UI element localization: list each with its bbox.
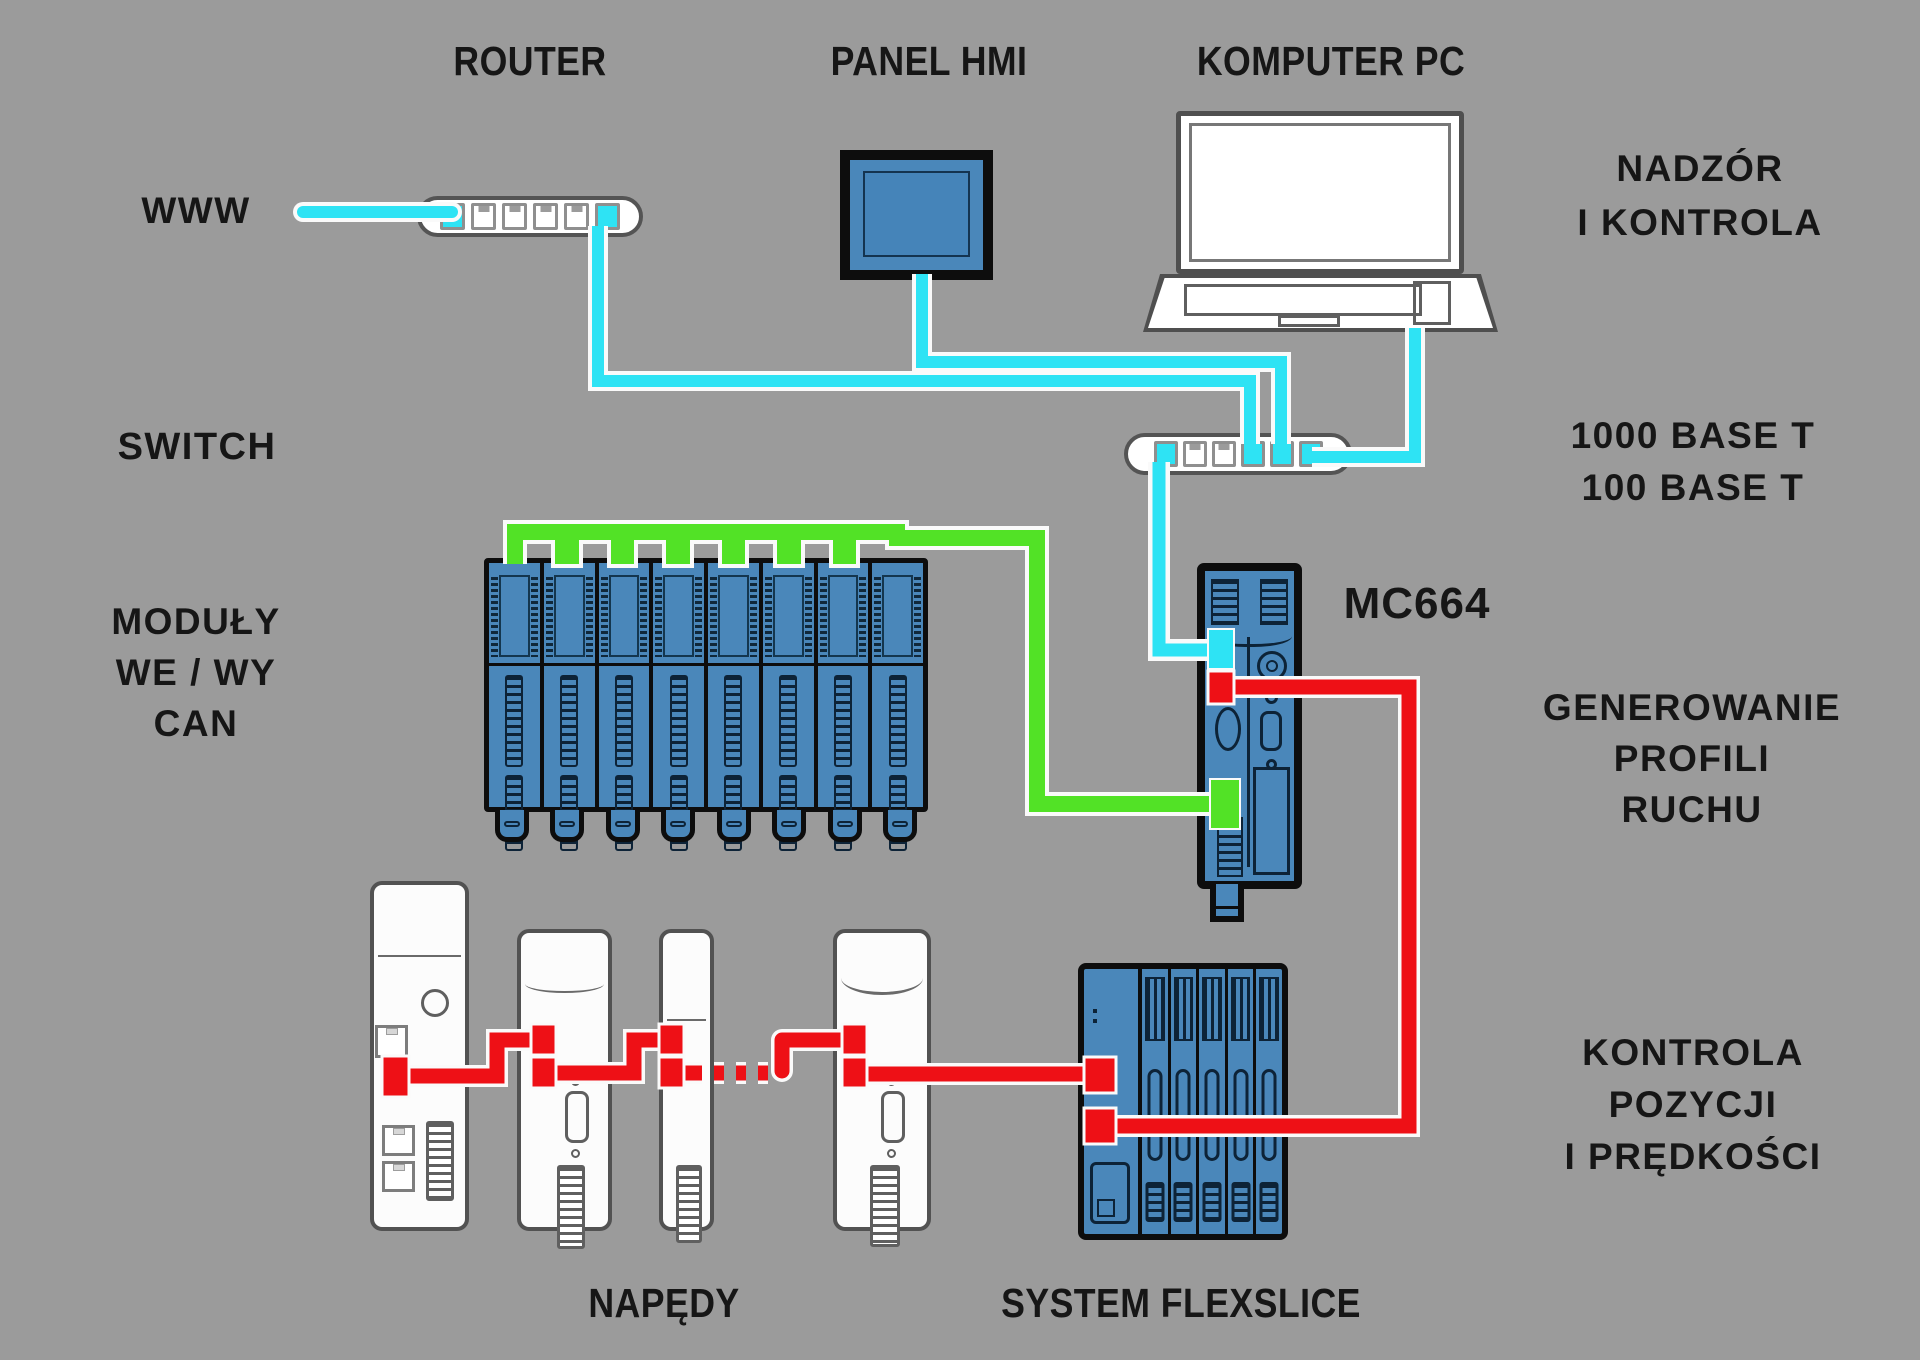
panel-hmi-label: PANEL HMI [830, 38, 1028, 84]
dsub-connector-icon [881, 1091, 905, 1143]
laptop-keyboard [1184, 284, 1422, 316]
drive-unit-1 [370, 881, 469, 1231]
mc664-side-panel [1253, 767, 1290, 875]
router-port-icon [502, 203, 527, 230]
terminal-strip-icon [1217, 817, 1243, 877]
drives-label: NAPĘDY [588, 1280, 740, 1326]
router-device [417, 196, 643, 237]
rj45-port-icon [382, 1125, 415, 1156]
io-module [598, 563, 654, 851]
io-module [489, 563, 544, 851]
rj45-port-icon [375, 1025, 408, 1058]
router-port-icon [533, 203, 558, 230]
vent-grille-icon [1260, 579, 1288, 625]
switch-port-icon [1240, 441, 1265, 467]
drive-unit-3 [659, 929, 714, 1243]
www-label: WWW [141, 190, 251, 231]
io-modules-feet [484, 810, 928, 842]
laptop-base [1143, 274, 1498, 332]
terminal-strip-icon [870, 1165, 900, 1247]
switch-label: SWITCH [117, 426, 277, 468]
laptop-screen [1176, 111, 1464, 274]
mc664-controller [1197, 563, 1302, 889]
laptop-sidepad [1413, 281, 1451, 325]
flexslice-slice [1196, 969, 1225, 1234]
switch-port-icon [1182, 441, 1207, 467]
flexslice-label: SYSTEM FLEXSLICE [1001, 1280, 1361, 1326]
switch-port-icon [1269, 441, 1294, 467]
drive-unit-4 [833, 929, 931, 1247]
terminal-strip-icon [426, 1121, 454, 1201]
io-module [872, 563, 923, 851]
position-control-label: KONTROLA POZYCJI I PRĘDKOŚCI [1564, 1032, 1822, 1177]
dsub-connector-icon [1260, 711, 1282, 751]
flexslice-slice [1224, 969, 1254, 1234]
hmi-panel-screen [863, 171, 970, 257]
rj45-port-icon [382, 1161, 415, 1192]
mc664-label: MC664 [1343, 579, 1491, 628]
router-port-icon [471, 203, 496, 230]
router-ports [440, 203, 620, 230]
flexslice-slice [1142, 969, 1168, 1234]
flexslice-rack [1078, 963, 1288, 1240]
round-connector-icon [1265, 691, 1278, 704]
router-port-lan-icon [595, 203, 620, 230]
dsub-connector-icon [565, 1091, 589, 1143]
router-port-wan-icon [440, 203, 465, 230]
switch-port-icon [1298, 441, 1323, 467]
io-module [762, 563, 818, 851]
router-label: ROUTER [453, 38, 607, 84]
laptop-display [1189, 123, 1451, 262]
hmi-panel-device [840, 150, 993, 280]
terminal-strip-icon [557, 1165, 585, 1249]
komputer-pc-label: KOMPUTER PC [1196, 38, 1466, 84]
motion-profiles-label: GENEROWANIE PROFILI RUCHU [1542, 687, 1842, 830]
supervision-label: NADZÓR I KONTROLA [1577, 148, 1823, 243]
drive-hole-icon [421, 989, 449, 1017]
ethernet-switch-device [1124, 433, 1352, 475]
vent-grille-icon [1211, 579, 1239, 625]
sd-slot-icon [1215, 707, 1241, 751]
din-connector-icon [1257, 651, 1287, 681]
hmi-panel-frame [850, 160, 983, 270]
io-module [543, 563, 599, 851]
switch-port-icon [1211, 441, 1236, 467]
mc664-foot [1210, 884, 1244, 922]
switch-ports [1153, 441, 1323, 467]
laptop-trackpad [1278, 315, 1340, 327]
io-module [708, 563, 763, 851]
ethernet-standard-label: 1000 BASE T 100 BASE T [1570, 415, 1816, 508]
io-module [653, 563, 708, 851]
io-module [817, 563, 873, 851]
drive-unit-2 [517, 929, 612, 1249]
router-port-icon [564, 203, 589, 230]
io-modules-label: MODUŁY WE / WY CAN [111, 601, 281, 744]
io-modules-block [484, 558, 928, 851]
flexslice-coupler [1084, 969, 1142, 1234]
flexslice-slice [1253, 969, 1282, 1234]
switch-port-icon [1153, 441, 1178, 467]
terminal-strip-icon [676, 1165, 702, 1243]
flexslice-slice [1167, 969, 1197, 1234]
